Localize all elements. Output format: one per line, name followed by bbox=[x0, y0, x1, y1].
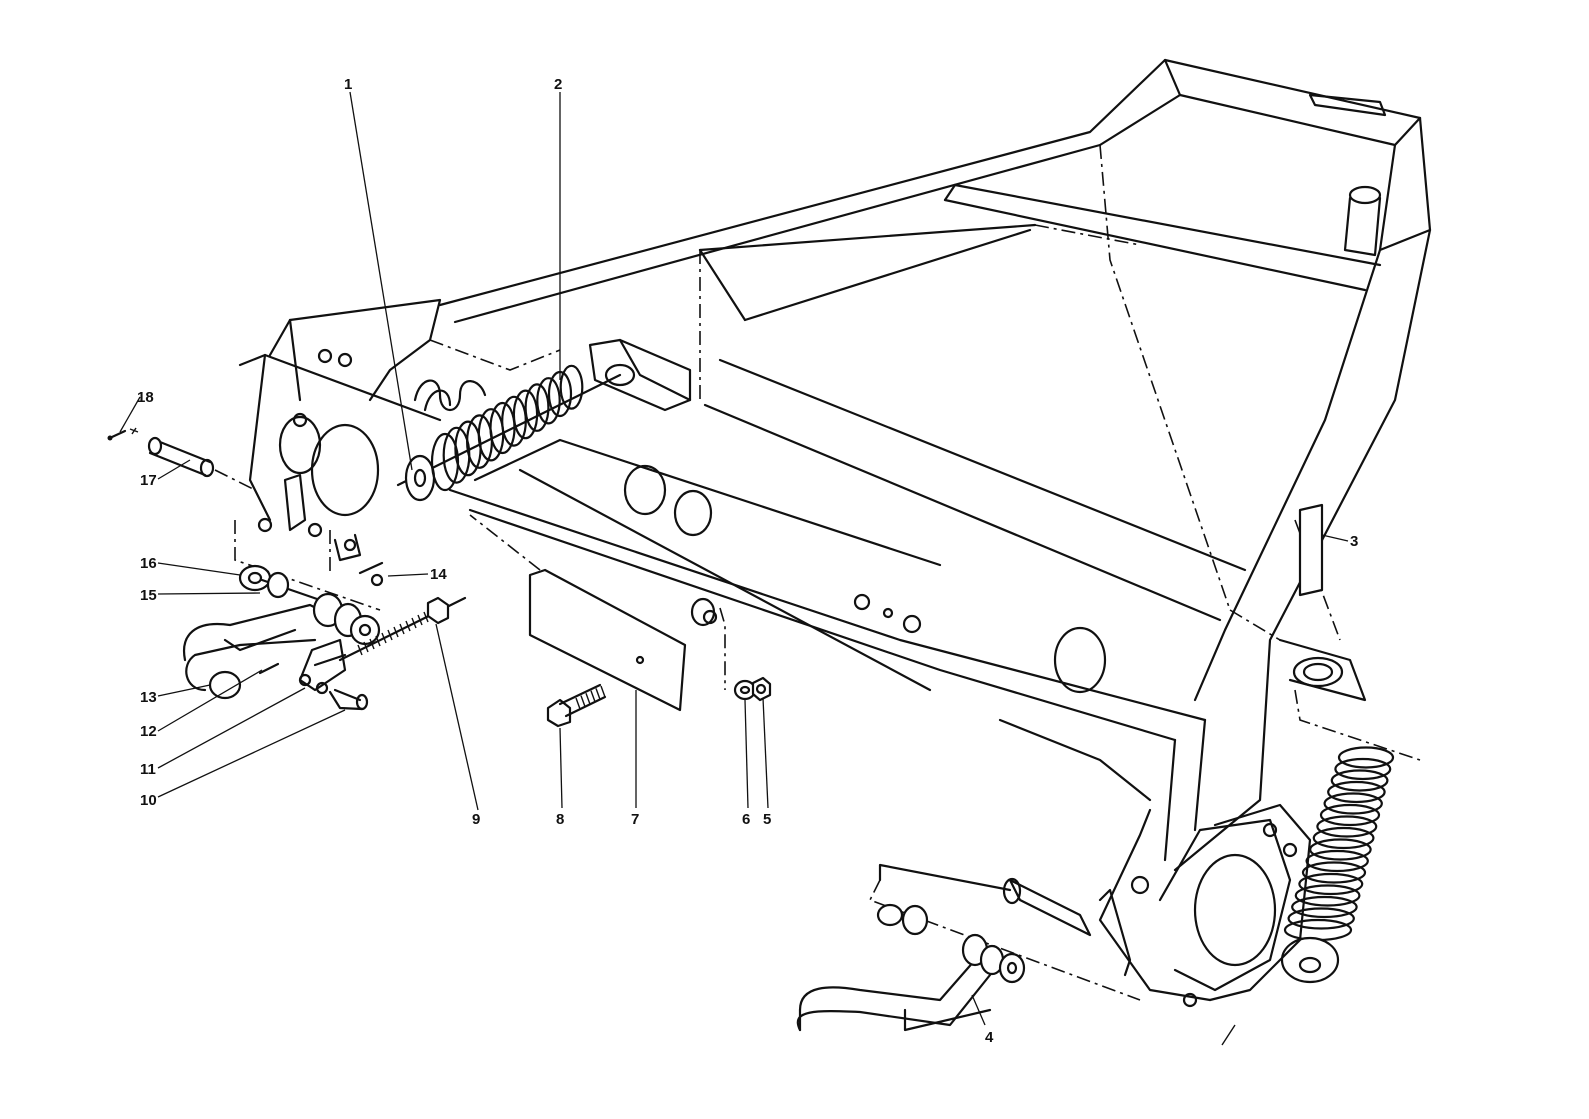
callout-10: 10 bbox=[140, 792, 157, 809]
callout-3: 3 bbox=[1350, 533, 1358, 550]
left-lever-assembly bbox=[183, 520, 467, 711]
callout-11: 11 bbox=[140, 761, 156, 778]
left-bracket bbox=[238, 298, 561, 562]
lever-arm-4 bbox=[796, 863, 1236, 1046]
callouts: 1 2 3 4 5 6 7 8 9 10 11 12 13 14 15 16 1… bbox=[137, 76, 1358, 1046]
callout-1: 1 bbox=[344, 76, 352, 93]
split-pin-18 bbox=[107, 427, 139, 441]
nut-5 bbox=[751, 676, 772, 702]
callout-2: 2 bbox=[554, 76, 562, 93]
callout-15: 15 bbox=[140, 587, 157, 604]
callout-4: 4 bbox=[985, 1029, 994, 1046]
callout-8: 8 bbox=[556, 811, 564, 828]
bushing bbox=[690, 597, 726, 690]
callout-5: 5 bbox=[763, 811, 771, 828]
callout-14: 14 bbox=[430, 566, 447, 583]
callout-7: 7 bbox=[631, 811, 639, 828]
right-bracket bbox=[1002, 803, 1312, 1008]
callout-13: 13 bbox=[140, 689, 157, 706]
coil-spring-2 bbox=[396, 338, 692, 502]
callout-17: 17 bbox=[140, 472, 157, 489]
callout-12: 12 bbox=[140, 723, 157, 740]
callout-9: 9 bbox=[472, 811, 480, 828]
coil-spring-right bbox=[1280, 656, 1421, 984]
leader-lines bbox=[119, 91, 1349, 811]
bolt-8 bbox=[546, 683, 607, 728]
callout-16: 16 bbox=[140, 555, 157, 572]
callout-18: 18 bbox=[137, 389, 154, 406]
callout-6: 6 bbox=[742, 811, 750, 828]
pin-17 bbox=[147, 436, 256, 491]
plate-7 bbox=[469, 514, 687, 712]
tab-3 bbox=[1298, 503, 1324, 597]
chassis-frame bbox=[438, 58, 1432, 872]
